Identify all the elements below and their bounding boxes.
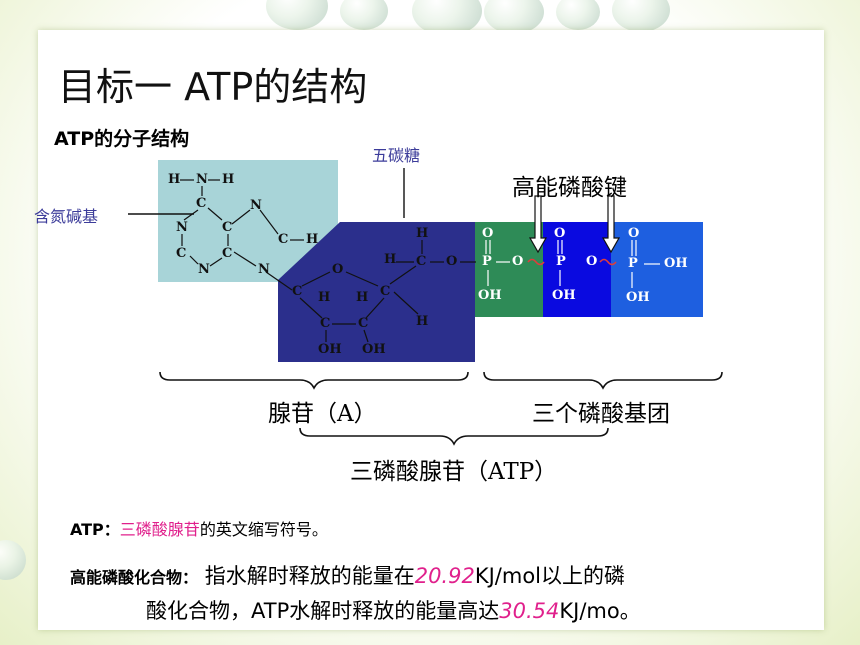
- base-label: 含氮碱基: [34, 207, 99, 226]
- definition-text: 指水解时释放的能量在: [198, 564, 415, 588]
- atom-label: H: [416, 226, 429, 241]
- atp-structure-diagram: H N H C N N C C H C C N N O C C H H C C …: [34, 146, 723, 485]
- diagram-subtitle: ATP的分子结构: [54, 128, 190, 150]
- decorative-bubble: [484, 0, 544, 34]
- definition-term: ATP：: [70, 520, 120, 539]
- atom-label: C: [358, 316, 369, 331]
- atom-label: C: [278, 232, 289, 247]
- atom-label: O: [512, 254, 524, 269]
- definition-text: 的英文缩写符号。: [199, 520, 328, 539]
- energy-value: 30.54: [499, 599, 560, 623]
- high-energy-bond-label: 高能磷酸键: [512, 175, 627, 201]
- atom-label: N: [198, 262, 210, 277]
- definition-text: 酸化合物，ATP水解时释放的能量高达: [146, 599, 500, 623]
- atom-label: H: [306, 232, 319, 247]
- atom-label: OH: [552, 288, 576, 303]
- adenosine-label: 腺苷（A）: [268, 401, 377, 427]
- definition-highlight: 三磷酸腺苷: [119, 520, 200, 539]
- adenine-bonds: [180, 179, 304, 291]
- atom-label: H: [384, 252, 397, 267]
- phosphate-bonds: [485, 240, 660, 288]
- atom-label: H: [222, 172, 235, 187]
- atom-label: N: [196, 172, 208, 187]
- definition-text: KJ/mol以上的磷: [474, 564, 626, 588]
- atp-full-name-label: 三磷酸腺苷（ATP）: [350, 459, 558, 485]
- sugar-label: 五碳糖: [372, 146, 421, 165]
- atom-label: O: [586, 254, 598, 269]
- energy-value: 20.92: [414, 564, 475, 588]
- atom-label: C: [222, 246, 233, 261]
- high-energy-compound-definition: 高能磷酸化合物： 指水解时释放的能量在20.92KJ/mol以上的磷: [70, 560, 625, 590]
- phosphate-groups-label: 三个磷酸基团: [532, 401, 670, 427]
- definition-text: KJ/mo。: [559, 599, 641, 623]
- annotation-lines: [128, 168, 723, 446]
- atom-label: P: [628, 256, 638, 271]
- page-title: 目标一 ATP的结构: [58, 65, 368, 109]
- atom-label: C: [320, 316, 331, 331]
- atp-definition: ATP：三磷酸腺苷的英文缩写符号。: [70, 516, 328, 540]
- atom-label: C: [416, 254, 427, 269]
- atom-label: P: [556, 254, 566, 269]
- atom-label: OH: [362, 342, 386, 357]
- ribose-bonds: [299, 240, 476, 343]
- atom-label: C: [292, 284, 303, 299]
- atom-label: P: [482, 254, 492, 269]
- definition-term: 高能磷酸化合物：: [70, 568, 199, 587]
- decorative-bubble: [556, 0, 600, 30]
- atom-label: OH: [626, 290, 650, 305]
- atom-label: O: [554, 226, 566, 241]
- atom-label: O: [446, 254, 458, 269]
- atom-label: O: [332, 262, 344, 277]
- atom-label: H: [318, 290, 331, 305]
- atom-label: H: [356, 290, 369, 305]
- atom-label: O: [482, 226, 494, 241]
- atom-label: C: [196, 196, 207, 211]
- atom-label: OH: [318, 342, 342, 357]
- decorative-bubble: [340, 0, 388, 30]
- atom-label: H: [168, 172, 181, 187]
- phosphate-group-2: [543, 222, 611, 317]
- atom-label: N: [176, 220, 188, 235]
- atom-label: N: [258, 262, 270, 277]
- atom-label: OH: [664, 256, 688, 271]
- phosphate-group-3: [611, 222, 703, 317]
- atom-label: C: [176, 246, 187, 261]
- atom-label: H: [416, 314, 429, 329]
- high-energy-compound-continuation: 酸化合物，ATP水解时释放的能量高达30.54KJ/mo。: [146, 595, 641, 625]
- ribose-sugar-region: [278, 222, 475, 362]
- atom-label: C: [222, 220, 233, 235]
- atom-label: N: [250, 198, 262, 213]
- atom-label: C: [380, 284, 391, 299]
- atom-label: OH: [478, 288, 502, 303]
- atom-label: O: [628, 226, 640, 241]
